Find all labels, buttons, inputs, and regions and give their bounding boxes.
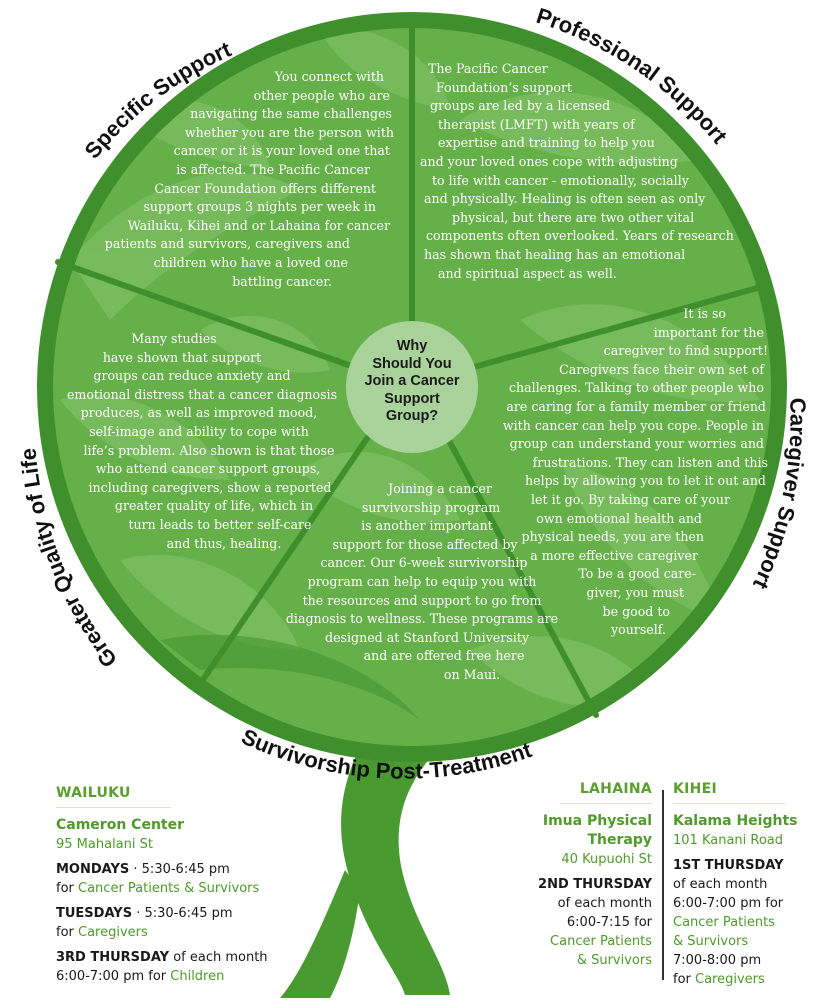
- caregiver-support-text: It is so important for the caregiver to …: [502, 306, 768, 638]
- kihei-day: 1ST THURSDAY: [673, 858, 784, 873]
- wailuku-monday: MONDAYS · 5:30-6:45 pm: [56, 862, 230, 877]
- center-circle: [346, 321, 478, 453]
- kihei-heading: KIHEI: [673, 781, 718, 797]
- lahaina-heading: LAHAINA: [579, 781, 652, 797]
- wailuku-venue: Cameron Center: [56, 817, 184, 833]
- schedule-divider: [662, 790, 664, 980]
- specific-support-text: You connect with other people who are na…: [104, 69, 394, 289]
- leaf-pattern: [60, 28, 760, 708]
- tree-trunk: [341, 690, 470, 995]
- kihei-venue: Kalama Heights: [673, 813, 798, 829]
- wailuku-address: 95 Mahalani St: [56, 837, 153, 852]
- lahaina-day: 2ND THURSDAY: [538, 877, 652, 892]
- wailuku-third-thursday: 3RD THURSDAY of each month: [56, 950, 268, 965]
- quality-of-life-text: Many studies have shown that support gro…: [66, 331, 338, 551]
- segment-dividers: [55, 19, 771, 718]
- lahaina-address: 40 Kupuohi St: [561, 852, 652, 867]
- tree-root-left: [280, 870, 360, 998]
- wailuku-heading: WAILUKU: [56, 785, 131, 801]
- wailuku-schedule: WAILUKU Cameron Center 95 Mahalani St MO…: [56, 784, 316, 986]
- kihei-schedule: KIHEI Kalama Heights 101 Kanani Road 1ST…: [673, 780, 813, 989]
- survivorship-text: Joining a cancer survivorship program is…: [285, 481, 559, 682]
- center-question: Why Should You Join a Cancer Support Gro…: [364, 338, 460, 424]
- wailuku-tuesday: TUESDAYS · 5:30-6:45 pm: [56, 906, 233, 921]
- tree-branch: [160, 634, 420, 720]
- professional-support-text: The Pacific Cancer Foundation’s support …: [420, 61, 734, 281]
- kihei-address: 101 Kanani Road: [673, 833, 784, 848]
